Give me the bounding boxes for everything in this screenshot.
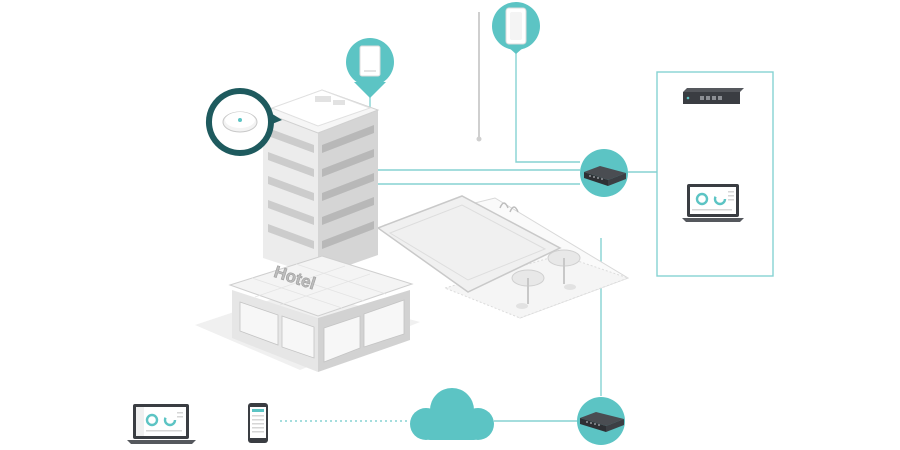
router-gateway-icon — [577, 397, 625, 445]
hotel-building: Hotel — [195, 89, 420, 372]
controller-laptop-icon — [682, 184, 744, 222]
lobby-roof — [228, 255, 414, 317]
link-outdoor-ap-to-switch — [515, 48, 580, 163]
umbrella-right — [547, 249, 581, 290]
pool-tiles — [443, 254, 630, 319]
ceiling-access-point-icon — [205, 88, 282, 156]
tower-right-face — [318, 110, 378, 276]
tower-windows-right — [322, 125, 374, 249]
pool-ladder — [499, 202, 519, 213]
lobby-glass — [239, 299, 405, 363]
tower-windows-left — [268, 128, 314, 249]
link-wall-ap-to-switch — [369, 95, 580, 171]
outdoor-access-point-icon — [492, 2, 540, 54]
pole — [476, 12, 482, 142]
network-switch-icon — [580, 149, 628, 197]
umbrella-left — [511, 269, 545, 309]
smartphone-icon — [248, 403, 268, 443]
pool-area — [376, 195, 630, 319]
cloud-icon — [410, 388, 494, 440]
controller-group-frame — [656, 71, 774, 277]
wall-access-point-icon — [346, 38, 394, 98]
hardware-controller-icon — [683, 88, 744, 104]
remote-laptop-icon — [127, 404, 196, 444]
